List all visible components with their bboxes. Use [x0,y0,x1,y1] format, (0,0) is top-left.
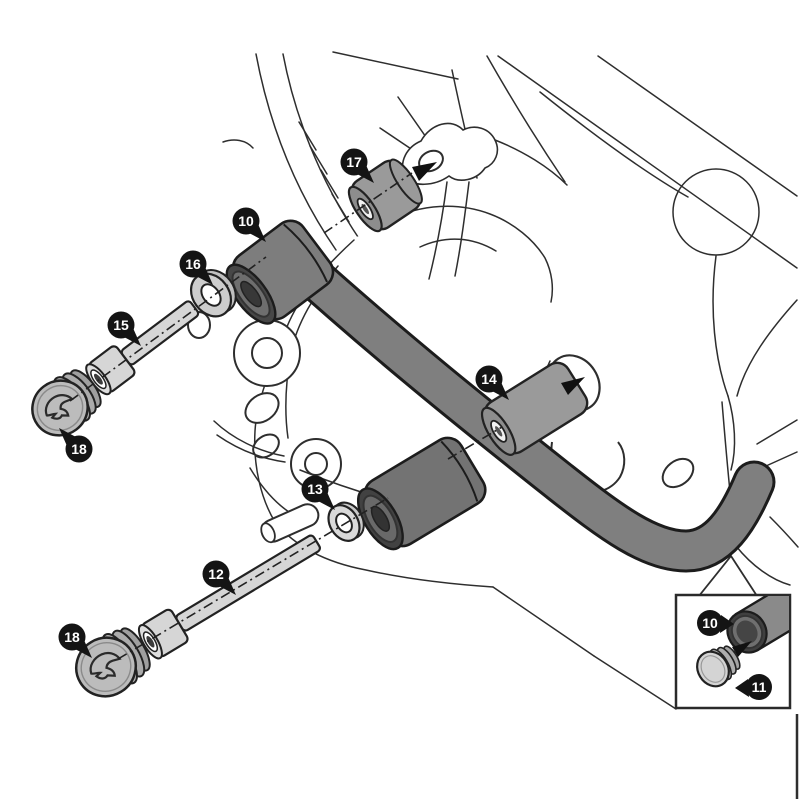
callout-number: 18 [71,441,87,457]
callout-badge-10: 10 [232,207,266,242]
engine-line-art [187,122,695,710]
callout-badge-15: 15 [107,311,141,346]
callout-badge-10-inset: 10 [697,610,734,636]
logo-cover-cap-lower [75,627,151,698]
callout-number: 18 [64,629,80,645]
callout-badge-17: 17 [340,148,374,183]
arrow-into-bracket-hole-icon [412,162,437,181]
assembly-centerlines [69,172,503,660]
callout-number: 12 [208,566,224,582]
callout-number: 17 [346,154,362,170]
distance-spacer-long [480,361,589,456]
callout-number: 10 [702,615,718,631]
callout-badge-18-lower: 18 [58,623,92,658]
callout-number: 11 [752,679,767,695]
brand-falcon-logo-icon [89,651,122,680]
callout-badge-18-upper: 18 [59,428,93,463]
callout-number: 15 [113,317,129,333]
callout-number: 13 [307,481,323,497]
crash-bar-tube-end [726,596,789,654]
brand-falcon-logo-icon [44,394,75,420]
callout-number: 16 [185,256,201,272]
callout-badge-11-inset: 11 [735,674,772,700]
crash-bar [225,219,776,573]
washer-lower [327,501,365,542]
crash-bar-lower-socket [356,436,487,551]
callout-badge-16: 16 [179,250,213,285]
callout-badge-13: 13 [301,475,335,510]
engine-sleeve-tube [260,503,320,544]
callout-badges: 10 12 13 14 15 16 17 18 [58,148,772,700]
callout-badge-14: 14 [475,365,509,400]
arrow-into-tube-icon [732,641,752,657]
arrow-into-engine-hole-icon [561,377,585,395]
frame-line-art [222,51,799,586]
tube-end-plug [696,645,741,688]
frame-hole [672,168,760,256]
insertion-arrows [412,162,585,395]
callout-badge-12: 12 [202,560,236,595]
callout-number: 14 [481,371,497,387]
crash-bar-upper-socket [225,219,335,325]
callout-number: 10 [238,213,254,229]
inset-detail-box [674,593,792,710]
short-socket-head-bolt [85,300,200,396]
long-socket-head-bolt [137,534,321,660]
